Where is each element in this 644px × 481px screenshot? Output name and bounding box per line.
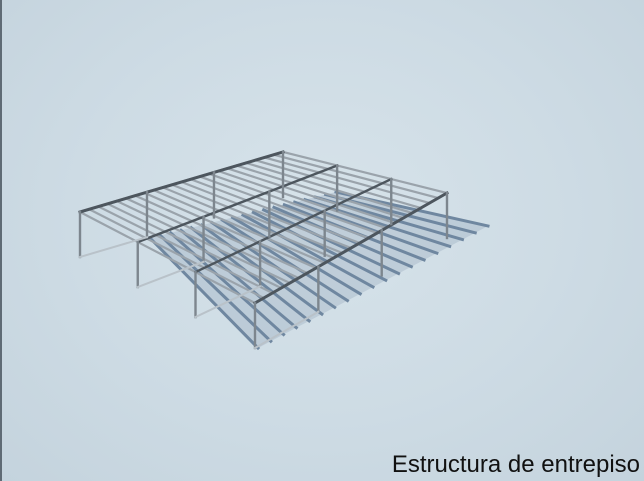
structure-beams — [78, 150, 449, 305]
floor-joist — [133, 194, 309, 275]
base-tie — [136, 260, 205, 289]
shadow-stripe — [158, 233, 273, 344]
base-tie — [253, 310, 320, 350]
floor-joist — [78, 210, 257, 305]
floor-joist — [217, 169, 388, 230]
base-tie — [78, 235, 149, 259]
floor-joist — [180, 180, 353, 250]
floor-joist — [189, 177, 362, 245]
floor-joist — [96, 205, 274, 295]
floor-joist — [207, 172, 379, 235]
floor-joist — [152, 188, 327, 265]
floor-joist — [170, 183, 344, 255]
shadow-stripe — [261, 207, 401, 276]
floor-joist — [244, 161, 414, 215]
edge-beam-left — [78, 150, 285, 214]
shadow-stripe — [147, 235, 261, 351]
floor-joist — [143, 191, 318, 270]
viewport-left-border — [0, 0, 2, 481]
shadow-stripe — [209, 220, 337, 310]
floor-joist — [161, 186, 335, 260]
shadow-stripe — [189, 225, 312, 323]
floor-joist — [198, 175, 370, 240]
base-tie — [194, 285, 262, 319]
floor-joist — [226, 166, 397, 225]
structure-frames — [78, 150, 450, 350]
shadow-stripe — [168, 230, 286, 337]
render-caption: Estructura de entrepiso — [391, 451, 640, 478]
floor-joist — [106, 202, 283, 290]
shadow-stripe — [251, 210, 388, 283]
floor-joist — [235, 164, 405, 220]
main-girder — [136, 163, 339, 244]
shadow-stripe — [220, 218, 350, 303]
shadow-stripe — [240, 212, 376, 290]
main-girder — [193, 177, 393, 274]
floor-joist — [87, 207, 266, 300]
shadow-stripe — [178, 228, 299, 330]
floor-joist — [263, 156, 431, 205]
shadow-stripe — [230, 215, 363, 296]
floor-joist — [281, 150, 449, 195]
shadow-stripe — [292, 200, 439, 256]
floor-joist — [124, 196, 301, 280]
edge-beam-right — [252, 190, 450, 306]
floor-joist — [272, 153, 440, 200]
